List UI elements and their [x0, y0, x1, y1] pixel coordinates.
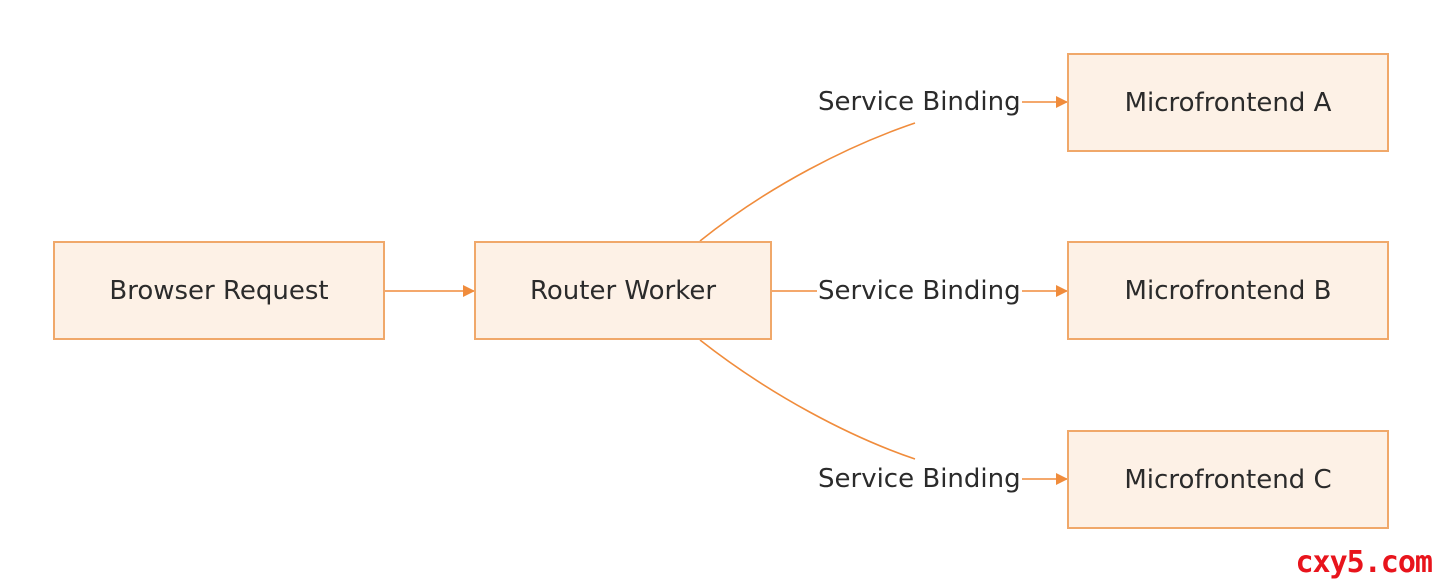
node-microfrontend-a-label: Microfrontend A: [1124, 87, 1332, 118]
node-microfrontend-a: Microfrontend A: [1067, 53, 1389, 152]
edge-label-binding-b: Service Binding: [817, 273, 1022, 309]
node-microfrontend-b: Microfrontend B: [1067, 241, 1389, 340]
edge-label-binding-c: Service Binding: [817, 461, 1022, 497]
node-microfrontend-b-label: Microfrontend B: [1124, 275, 1332, 306]
edge-router-to-binding-c: [699, 339, 916, 460]
edge-label-binding-a: Service Binding: [817, 84, 1022, 120]
node-microfrontend-c-label: Microfrontend C: [1124, 464, 1332, 495]
node-microfrontend-c: Microfrontend C: [1067, 430, 1389, 529]
node-browser-request-label: Browser Request: [109, 275, 329, 306]
edge-router-to-binding-a: [699, 122, 916, 242]
node-router-worker-label: Router Worker: [529, 275, 717, 306]
node-router-worker: Router Worker: [474, 241, 772, 340]
watermark-text: cxy5.com: [1295, 545, 1433, 580]
node-browser-request: Browser Request: [53, 241, 385, 340]
